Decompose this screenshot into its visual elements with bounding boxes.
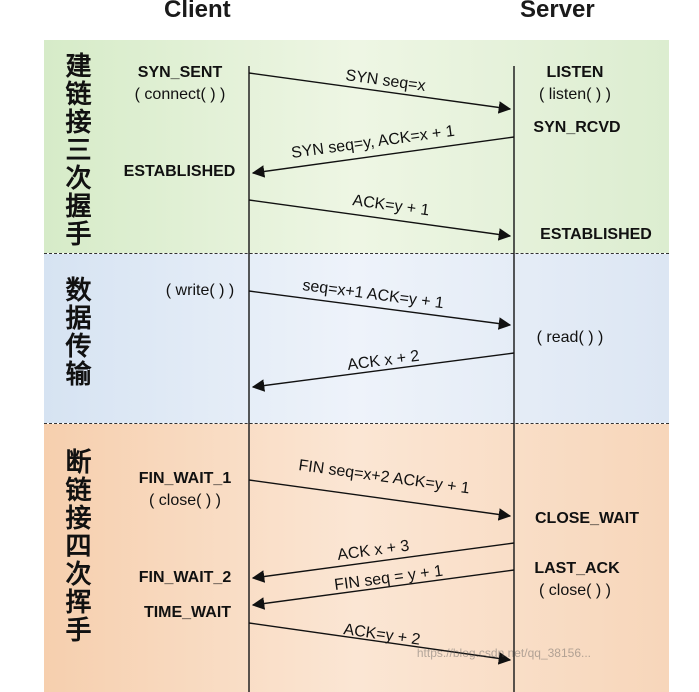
arrow-final-ack [248, 622, 512, 665]
server-call-close: ( close( ) ) [539, 582, 611, 599]
msg-syn: SYN seq=x [344, 67, 426, 95]
data-transfer-section [44, 254, 669, 423]
msg-ack-fin1: ACK x + 3 [336, 538, 410, 564]
arrow-fin1 [248, 479, 512, 521]
msg-fin2: FIN seq = y + 1 [333, 563, 444, 594]
client-call-connect: ( connect( ) ) [134, 86, 226, 103]
msg-final-ack: ACK=y + 2 [342, 621, 421, 649]
arrow-data-ack [251, 352, 515, 392]
handshake-title: 建链接三次握手 [61, 52, 91, 248]
section-divider [44, 253, 669, 254]
server-call-listen: ( listen( ) ) [539, 86, 611, 103]
arrow-syn [248, 72, 512, 114]
client-header: Client [164, 0, 231, 23]
server-state-established: ESTABLISHED [540, 226, 652, 243]
watermark: https://blog.csdn.net/qq_38156... [416, 646, 591, 660]
msg-fin1: FIN seq=x+2 ACK=y + 1 [297, 457, 470, 497]
client-call-close: ( close( ) ) [149, 492, 221, 509]
server-state-close-wait: CLOSE_WAIT [534, 510, 639, 527]
client-state-fin-wait-1: FIN_WAIT_1 [138, 470, 232, 487]
client-state-fin-wait-2: FIN_WAIT_2 [138, 569, 232, 586]
server-state-syn-rcvd: SYN_RCVD [533, 119, 621, 136]
client-call-write: ( write( ) ) [165, 282, 235, 299]
section-divider [44, 423, 669, 424]
handshake-section [44, 40, 669, 253]
client-state-established: ESTABLISHED [123, 163, 236, 180]
client-state-syn-sent: SYN_SENT [137, 64, 223, 81]
arrow-syn-ack [251, 136, 515, 178]
server-state-listen: LISTEN [546, 64, 604, 81]
arrow-data [248, 290, 512, 330]
arrow-fin2 [251, 569, 515, 610]
teardown-section [44, 424, 669, 692]
client-state-time-wait: TIME_WAIT [143, 604, 232, 621]
data-transfer-title: 数据传输 [61, 276, 91, 388]
arrow-ack [248, 199, 512, 241]
server-header: Server [520, 0, 595, 23]
server-call-read: ( read( ) ) [536, 329, 604, 346]
server-state-last-ack: LAST_ACK [534, 560, 620, 577]
teardown-title: 断链接四次挥手 [61, 448, 91, 644]
arrow-ack-fin1 [251, 542, 515, 583]
